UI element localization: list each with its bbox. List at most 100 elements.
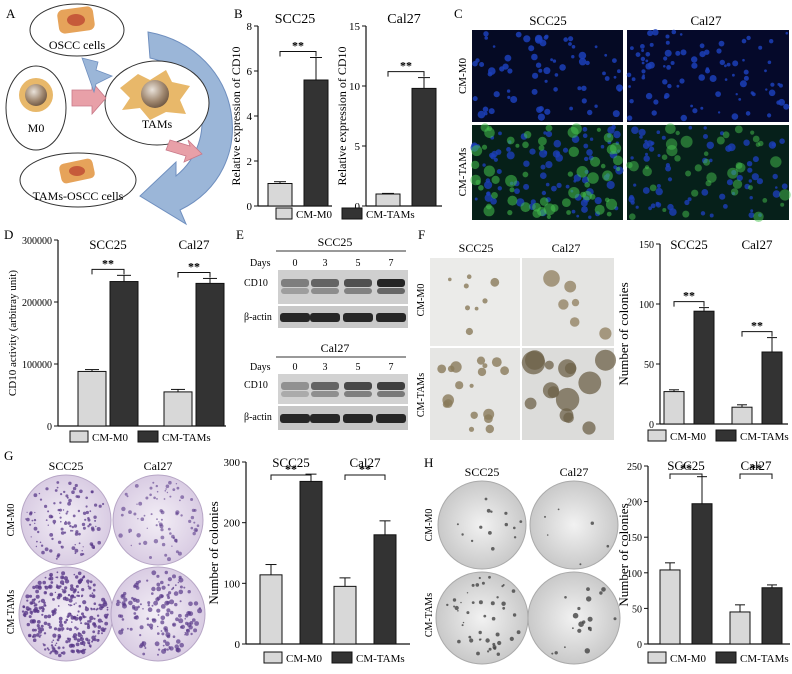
dish-h-colony	[476, 651, 480, 656]
dish-g-colony	[55, 576, 57, 578]
dish-g-colony	[80, 650, 83, 653]
dish-h-colony	[579, 563, 582, 566]
panel-b-letter: B	[234, 6, 243, 21]
dish-g-colony	[190, 526, 194, 530]
dish-g-colony	[87, 517, 90, 520]
dish-g-colony	[36, 633, 40, 637]
dish-g-colony	[175, 550, 179, 554]
dish-g-colony	[41, 613, 44, 616]
dish-h-colony	[586, 587, 590, 591]
fluor-nucleus	[746, 35, 751, 41]
dish-h-colony	[504, 511, 508, 515]
dish-g-colony	[89, 594, 93, 598]
dish-g-colony	[34, 608, 38, 613]
chart-h-bar	[729, 611, 751, 645]
blot-band-actin	[280, 313, 310, 322]
dish-g-colony	[32, 585, 36, 590]
panel-h-letter: H	[424, 455, 433, 470]
fluor-nucleus	[617, 88, 622, 92]
dish-h-colony	[546, 534, 549, 536]
dish-g-colony	[194, 621, 200, 626]
fluor-nucleus	[684, 199, 690, 206]
dish-g-colony	[56, 595, 61, 600]
fluor-nucleus	[581, 98, 587, 104]
blot-band-cd10-lower	[377, 391, 405, 397]
dish-h-colony	[519, 520, 523, 523]
chart-b1-y-tick-label: 0	[247, 201, 253, 213]
chart-g-legend-cm-m0-label: CM-M0	[286, 653, 323, 665]
dish-g-colony	[133, 598, 136, 601]
dish-h-colony	[490, 601, 495, 606]
dish-g-colony	[30, 536, 32, 538]
dish-h-colony	[491, 616, 496, 621]
dish-g-colony	[164, 570, 168, 575]
fluor-nucleus	[531, 88, 538, 95]
fluor-nucleus	[631, 126, 639, 134]
dish-h-colony	[496, 596, 499, 599]
dish-g-colony	[93, 617, 96, 620]
dish-g-colony	[75, 575, 79, 579]
dish-g-colony	[82, 526, 86, 530]
dish-g-colony	[146, 579, 149, 582]
fluor-cd10-signal	[675, 130, 680, 136]
fluor-nucleus	[664, 49, 672, 57]
fluor-nucleus	[640, 56, 646, 62]
fluor-cd10-signal	[580, 191, 587, 198]
fluor-cd10-signal	[703, 151, 709, 156]
panel-e-actin-1: β-actin	[244, 312, 272, 323]
dish-g-colony	[74, 548, 79, 553]
dish-g-colony	[34, 511, 36, 514]
dish-g-colony	[37, 626, 41, 630]
tams-oscc-label: TAMs-OSCC cells	[33, 189, 124, 203]
blot-band-actin	[343, 414, 373, 423]
blot-band-cd10-lower	[281, 288, 309, 294]
dish-g-colony	[79, 637, 84, 642]
fluor-cd10-signal	[491, 175, 500, 184]
dish-g-colony	[29, 601, 34, 605]
panel-e-letter: E	[236, 227, 244, 242]
dish-g-colony	[164, 627, 167, 630]
tams-to-oscc-arrow	[165, 139, 203, 163]
dish-g-colony	[49, 572, 53, 577]
dish-g-colony	[193, 508, 197, 512]
dish-h-colony	[586, 596, 592, 602]
dish-g-colony	[29, 610, 34, 615]
chart-h-bar	[691, 503, 713, 645]
dish-g-colony	[83, 644, 86, 647]
dish-g-colony	[66, 627, 69, 630]
fluor-cd10-signal	[680, 135, 693, 148]
dish-g-colony	[86, 625, 91, 630]
fluor-nucleus	[732, 60, 739, 67]
dish-g-colony	[97, 618, 102, 623]
fluor-nucleus	[555, 151, 560, 156]
dish-g-colony	[25, 518, 27, 520]
dish-g-colony	[72, 590, 76, 594]
dish-g-colony	[92, 588, 96, 592]
dish-g-colony	[169, 532, 172, 535]
fluor-nucleus	[752, 156, 759, 163]
blot-band-actin	[343, 313, 373, 322]
dish-g-colony	[121, 506, 126, 512]
fluor-nucleus	[487, 71, 493, 77]
chart-f-bar	[663, 391, 685, 425]
dish-g-colony	[25, 594, 30, 599]
dish-h-colony	[513, 536, 517, 539]
dish-g-colony	[195, 529, 198, 532]
dish-g-colony	[121, 618, 125, 621]
fluor-cd10-signal	[596, 127, 602, 132]
dish-g-colony	[60, 531, 65, 535]
chart-h-legend-cm-m0-label: CM-M0	[670, 653, 707, 665]
fluor-nucleus	[645, 59, 649, 63]
dish-g-colony	[158, 522, 163, 527]
dish-g-colony	[61, 571, 66, 576]
dish-g-colony	[36, 540, 38, 543]
blot-band-actin	[280, 414, 310, 423]
fluor-nucleus	[482, 163, 486, 167]
dish-g-colony	[43, 614, 48, 619]
fluor-nucleus	[698, 74, 705, 81]
dish-g-colony	[71, 649, 76, 654]
chart-g-significance-bracket	[344, 474, 386, 480]
dish-g-colony	[56, 571, 59, 574]
dish-g-colony	[91, 640, 94, 643]
dish-g-colony	[65, 640, 69, 644]
